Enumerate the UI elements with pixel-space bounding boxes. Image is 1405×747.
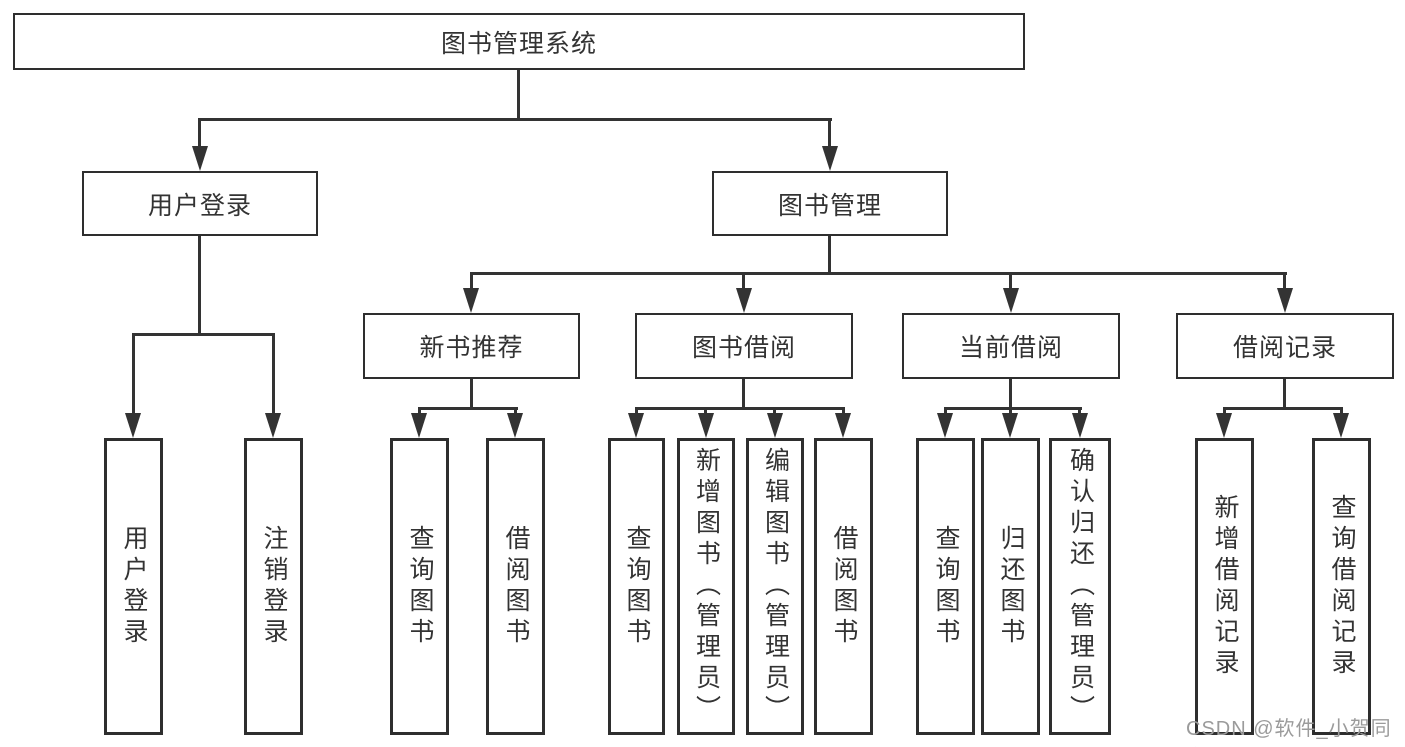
edge-line <box>1009 407 1012 415</box>
leaf-label: 借阅图书 <box>502 524 530 649</box>
edge-arrow <box>192 146 208 171</box>
leaf-return-book: 归还图书 <box>981 438 1040 735</box>
edge-line <box>470 272 1287 275</box>
node-borrow-records: 借阅记录 <box>1176 313 1394 379</box>
node-root: 图书管理系统 <box>13 13 1025 70</box>
edge-line <box>198 118 832 121</box>
edge-arrow <box>628 413 644 438</box>
edge-arrow <box>265 413 281 438</box>
edge-line <box>773 407 776 415</box>
edge-arrow <box>463 288 479 313</box>
edge-line <box>944 407 947 415</box>
leaf-borrow-books-recommend: 借阅图书 <box>486 438 545 735</box>
edge-line <box>1223 407 1343 410</box>
edge-line <box>418 407 421 415</box>
edge-arrow <box>1333 413 1349 438</box>
edge-line <box>635 407 638 415</box>
csdn-watermark: CSDN @软件_小贺同学 <box>1186 718 1392 740</box>
edge-arrow <box>125 413 141 438</box>
edge-line <box>1223 407 1226 415</box>
edge-line <box>198 118 201 148</box>
leaf-add-borrow-record: 新增借阅记录 <box>1195 438 1254 735</box>
edge-line <box>1340 407 1343 415</box>
leaf-user-login: 用户登录 <box>104 438 163 735</box>
edge-line <box>828 118 831 148</box>
edge-line <box>828 236 831 275</box>
edge-arrow <box>767 413 783 438</box>
edge-line <box>418 407 518 410</box>
edge-line <box>1283 272 1286 290</box>
leaf-label: 确认归还（管理员） <box>1066 447 1095 726</box>
edge-line <box>742 379 745 410</box>
leaf-logout: 注销登录 <box>244 438 303 735</box>
leaf-label: 查询图书 <box>623 524 651 649</box>
leaf-add-book-admin: 新增图书（管理员） <box>677 438 735 735</box>
leaf-query-books-borrow: 查询图书 <box>608 438 665 735</box>
edge-line <box>944 407 1082 410</box>
edge-line <box>132 333 275 336</box>
edge-arrow <box>1003 288 1019 313</box>
leaf-label: 查询借阅记录 <box>1328 493 1356 680</box>
leaf-query-books-current: 查询图书 <box>916 438 975 735</box>
leaf-label: 用户登录 <box>120 524 148 649</box>
leaf-edit-book-admin: 编辑图书（管理员） <box>746 438 804 735</box>
leaf-label: 查询图书 <box>406 524 434 649</box>
edge-line <box>198 236 201 336</box>
edge-line <box>470 379 473 410</box>
edge-line <box>470 272 473 290</box>
edge-line <box>635 407 845 410</box>
edge-arrow <box>937 413 953 438</box>
edge-arrow <box>411 413 427 438</box>
edge-line <box>132 333 135 414</box>
edge-line <box>517 70 520 121</box>
edge-arrow <box>1072 413 1088 438</box>
leaf-label: 新增借阅记录 <box>1211 493 1239 680</box>
edge-arrow <box>835 413 851 438</box>
edge-arrow <box>1277 288 1293 313</box>
edge-line <box>1283 379 1286 410</box>
edge-line <box>842 407 845 415</box>
node-book-management: 图书管理 <box>712 171 948 236</box>
edge-arrow <box>1002 413 1018 438</box>
leaf-label: 新增图书（管理员） <box>692 447 721 726</box>
edge-line <box>272 333 275 414</box>
edge-line <box>742 272 745 290</box>
leaf-label: 注销登录 <box>260 524 288 649</box>
node-new-book-recommend: 新书推荐 <box>363 313 580 379</box>
edge-arrow <box>507 413 523 438</box>
node-user-login: 用户登录 <box>82 171 318 236</box>
leaf-confirm-return-admin: 确认归还（管理员） <box>1049 438 1111 735</box>
leaf-label: 归还图书 <box>997 524 1025 649</box>
edge-line <box>1078 407 1081 415</box>
leaf-label: 编辑图书（管理员） <box>761 447 790 726</box>
edge-line <box>514 407 517 415</box>
node-book-borrow: 图书借阅 <box>635 313 853 379</box>
leaf-label: 查询图书 <box>932 524 960 649</box>
edge-arrow <box>698 413 714 438</box>
edge-arrow <box>1216 413 1232 438</box>
leaf-label: 借阅图书 <box>830 524 858 649</box>
edge-line <box>1009 379 1012 410</box>
edge-arrow <box>822 146 838 171</box>
node-current-borrow: 当前借阅 <box>902 313 1120 379</box>
edge-line <box>1009 272 1012 290</box>
edge-arrow <box>736 288 752 313</box>
leaf-query-books-recommend: 查询图书 <box>390 438 449 735</box>
leaf-query-borrow-record: 查询借阅记录 <box>1312 438 1371 735</box>
leaf-borrow-books: 借阅图书 <box>814 438 873 735</box>
edge-line <box>704 407 707 415</box>
